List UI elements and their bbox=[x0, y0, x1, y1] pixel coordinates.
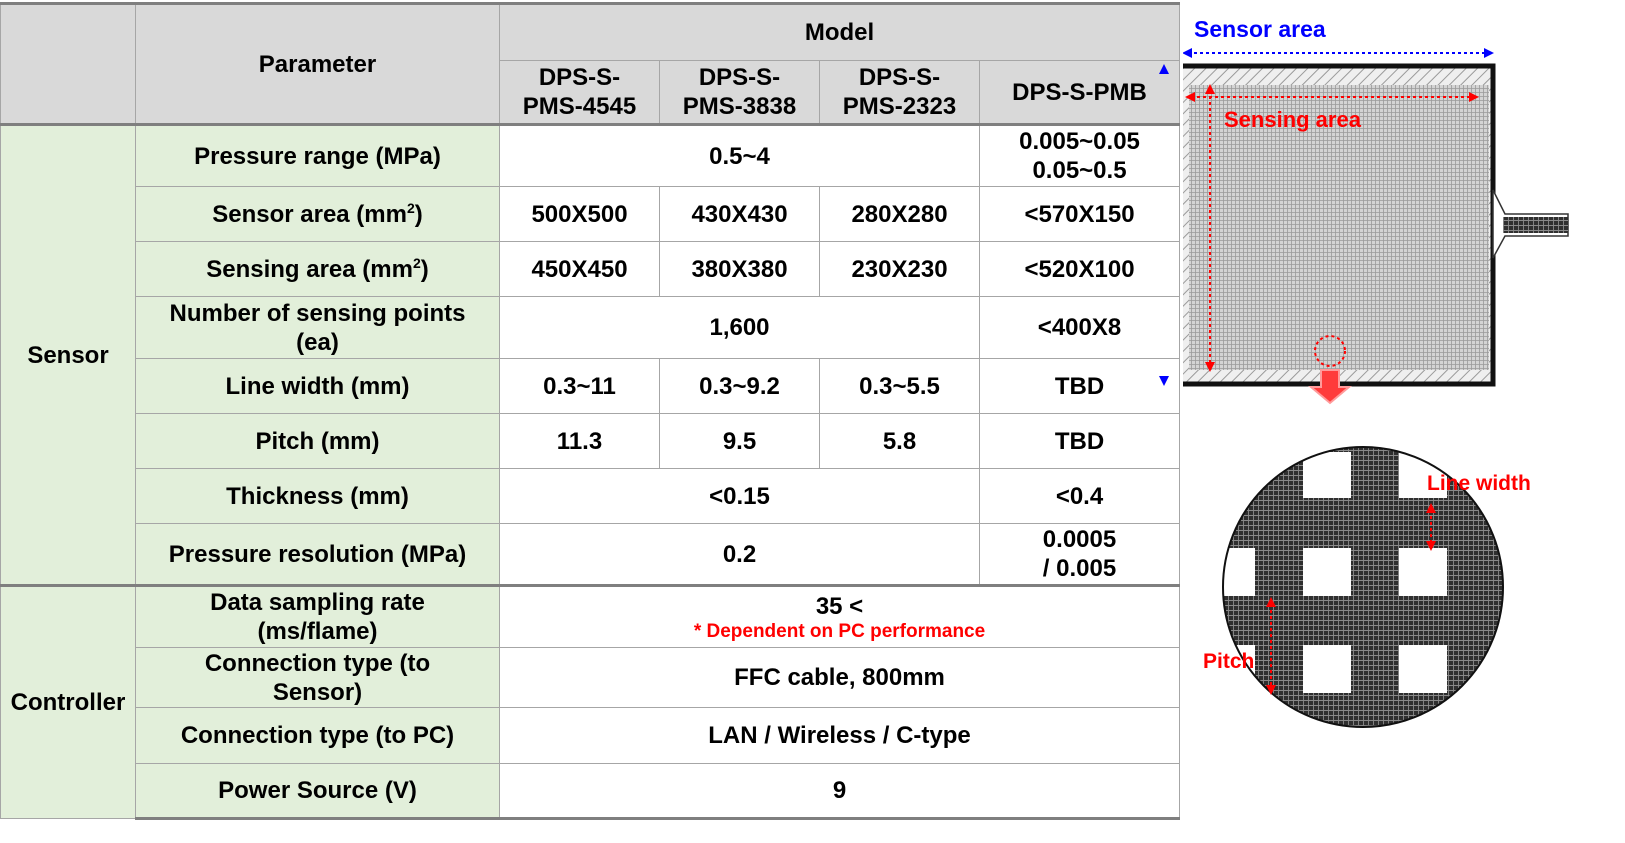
sensor-height-arrowheads bbox=[1159, 64, 1169, 386]
zoom-arrow-icon bbox=[1308, 369, 1352, 405]
table-row: Number of sensing points(ea) 1,600 <400X… bbox=[1, 296, 1181, 359]
param-label: Number of sensing points(ea) bbox=[135, 296, 500, 359]
table-row: Sensing area (mm2) 450X450 380X380 230X2… bbox=[1, 241, 1181, 297]
table-cell: 1,600 bbox=[499, 296, 980, 359]
table-cell: 0.0005/ 0.005 bbox=[978, 523, 1181, 586]
table-row: Pressure resolution (MPa) 0.2 0.0005/ 0.… bbox=[1, 523, 1181, 586]
table-cell: 5.8 bbox=[819, 413, 980, 469]
table-row: Thickness (mm) <0.15 <0.4 bbox=[1, 468, 1181, 524]
model-name: DPS-S-PMS-2323 bbox=[819, 60, 980, 125]
zoom-indicator bbox=[1314, 335, 1346, 367]
header-row: Parameter Model bbox=[0, 2, 1181, 125]
param-label: Connection type (to PC) bbox=[135, 707, 500, 764]
controller-group-label: Controller bbox=[0, 584, 136, 819]
table-cell: 500X500 bbox=[499, 186, 660, 242]
table-cell: <0.15 bbox=[499, 468, 980, 524]
table-row: Line width (mm) 0.3~11 0.3~9.2 0.3~5.5 T… bbox=[1, 358, 1181, 414]
param-label: Sensing area (mm2) bbox=[135, 241, 500, 297]
line-width-label: Line width bbox=[1427, 472, 1531, 495]
table-cell: 230X230 bbox=[819, 241, 980, 297]
table-cell: 35 <* Dependent on PC performance bbox=[498, 584, 1181, 648]
model-name: DPS-S-PMS-3838 bbox=[659, 60, 820, 125]
param-label: Data sampling rate(ms/flame) bbox=[135, 584, 500, 648]
table-cell: 9.5 bbox=[659, 413, 820, 469]
table-cell: 0.3~5.5 bbox=[819, 358, 980, 414]
table-cell: <520X100 bbox=[978, 241, 1181, 297]
table-cell: 0.5~4 bbox=[499, 123, 980, 187]
table-row: Pitch (mm) 11.3 9.5 5.8 TBD bbox=[1, 413, 1181, 469]
table-cell: FFC cable, 800mm bbox=[498, 647, 1181, 708]
table-cell: <570X150 bbox=[978, 186, 1181, 242]
param-label: Power Source (V) bbox=[135, 763, 500, 820]
table-cell: 380X380 bbox=[659, 241, 820, 297]
table-row: Sensor area (mm2) 500X500 430X430 280X28… bbox=[1, 186, 1181, 242]
table-cell: 0.3~9.2 bbox=[659, 358, 820, 414]
param-label: Pressure range (MPa) bbox=[135, 123, 500, 187]
param-label: Sensor area (mm2) bbox=[135, 186, 500, 242]
sensor-group-label: Sensor bbox=[0, 123, 136, 586]
table-cell: LAN / Wireless / C-type bbox=[498, 707, 1181, 764]
table-cell: 11.3 bbox=[499, 413, 660, 469]
parameter-header: Parameter bbox=[135, 2, 500, 125]
table-cell: TBD bbox=[978, 358, 1181, 414]
table-cell: 450X450 bbox=[499, 241, 660, 297]
model-header: Model bbox=[498, 2, 1181, 61]
model-name: DPS-S-PMB bbox=[978, 60, 1181, 125]
table-row: Power Source (V) 9 bbox=[1, 763, 1181, 820]
sensing-area-label: Sensing area bbox=[1224, 107, 1362, 132]
sensing-grid bbox=[1189, 85, 1489, 370]
performance-note: * Dependent on PC performance bbox=[693, 620, 986, 642]
table-cell: 430X430 bbox=[659, 186, 820, 242]
sensor-area-label: Sensor area bbox=[1194, 16, 1326, 42]
table-cell: TBD bbox=[978, 413, 1181, 469]
table-cell: 9 bbox=[498, 763, 1181, 820]
pitch-label: Pitch bbox=[1203, 650, 1254, 673]
header-corner bbox=[0, 2, 136, 125]
model-names-row: DPS-S-PMS-4545 DPS-S-PMS-3838 DPS-S-PMS-… bbox=[1, 60, 1181, 125]
table-cell: 280X280 bbox=[819, 186, 980, 242]
table-row: Controller Data sampling rate(ms/flame) … bbox=[0, 584, 1181, 819]
table-cell: 0.2 bbox=[499, 523, 980, 586]
model-name: DPS-S-PMS-4545 bbox=[499, 60, 660, 125]
table-cell: 0.3~11 bbox=[499, 358, 660, 414]
spec-table: Parameter Model DPS-S-PMS-4545 DPS-S-PMS… bbox=[0, 2, 1181, 820]
param-label: Pressure resolution (MPa) bbox=[135, 523, 500, 586]
param-label: Thickness (mm) bbox=[135, 468, 500, 524]
sensor-diagram: Sensor area Sensing area Line width Pitc… bbox=[1183, 16, 1569, 728]
table-cell: <400X8 bbox=[978, 296, 1181, 359]
table-row: Sensor Pressure range (MPa) 0.5~4 0.005~… bbox=[0, 123, 1181, 586]
table-cell: <0.4 bbox=[978, 468, 1181, 524]
param-label: Line width (mm) bbox=[135, 358, 500, 414]
param-label: Pitch (mm) bbox=[135, 413, 500, 469]
table-row: Connection type (to PC) LAN / Wireless /… bbox=[1, 707, 1181, 764]
